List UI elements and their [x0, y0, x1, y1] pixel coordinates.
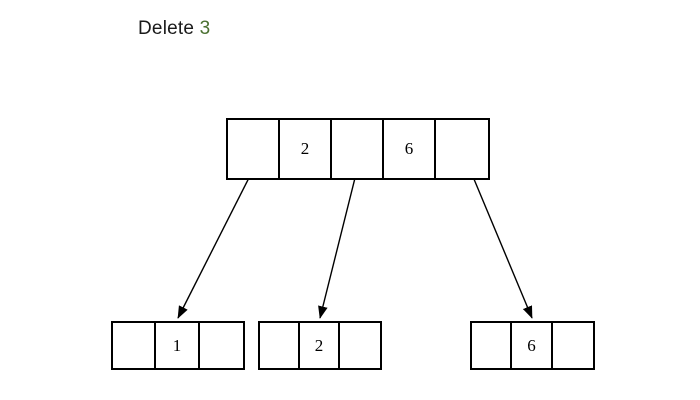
- leaf-3-cell-key-6[interactable]: 6: [512, 323, 553, 368]
- leaf-2-cell-pointer-1[interactable]: [340, 323, 380, 368]
- title-operation-label: Delete: [138, 18, 195, 39]
- leaf-1-cell-pointer-0[interactable]: [113, 323, 157, 368]
- btree-node-root[interactable]: 2 6: [226, 118, 490, 180]
- title-key-value: 3: [199, 18, 211, 39]
- edge-root-to-leaf-3: [465, 159, 533, 319]
- btree-node-leaf-1[interactable]: 1: [111, 321, 245, 370]
- edge-root-to-leaf-1: [177, 159, 259, 319]
- leaf-3-cell-pointer-0[interactable]: [472, 323, 513, 368]
- leaf-1-cell-key-1[interactable]: 1: [156, 323, 200, 368]
- edge-root-to-leaf-2: [318, 165, 359, 319]
- leaf-2-cell-pointer-0[interactable]: [260, 323, 301, 368]
- root-cell-key-2[interactable]: 2: [280, 120, 332, 178]
- leaf-3-cell-pointer-1[interactable]: [553, 323, 593, 368]
- leaf-1-cell-pointer-1[interactable]: [200, 323, 243, 368]
- root-cell-pointer-2[interactable]: [436, 120, 488, 178]
- page-title: Delete 3: [138, 16, 210, 42]
- root-cell-pointer-1[interactable]: [332, 120, 384, 178]
- btree-node-leaf-2[interactable]: 2: [258, 321, 382, 370]
- root-cell-pointer-0[interactable]: [228, 120, 280, 178]
- root-cell-key-6[interactable]: 6: [384, 120, 436, 178]
- leaf-2-cell-key-2[interactable]: 2: [300, 323, 341, 368]
- btree-node-leaf-3[interactable]: 6: [470, 321, 595, 370]
